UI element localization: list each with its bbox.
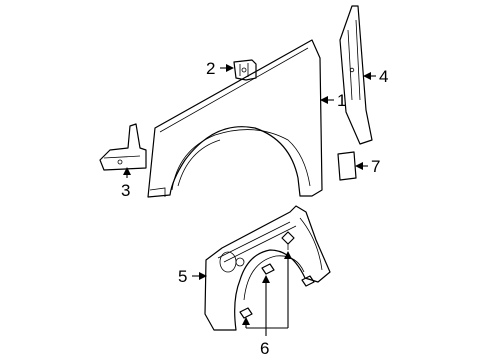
callout-3: 3	[121, 181, 130, 200]
insulator-pad	[337, 151, 357, 181]
callout-1: 1	[337, 91, 346, 110]
wheelhouse-liner	[204, 205, 331, 331]
fender-seal-strip	[339, 5, 373, 145]
leader-lines	[123, 64, 376, 336]
callout-6: 6	[260, 339, 269, 358]
bracket-clip	[233, 59, 257, 81]
fastener-set	[239, 231, 315, 319]
lower-mount-bracket	[99, 123, 147, 171]
callout-7: 7	[371, 157, 380, 176]
callout-4: 4	[379, 67, 388, 86]
callout-2: 2	[206, 59, 215, 78]
fender-panel	[147, 39, 323, 198]
callout-5: 5	[178, 267, 187, 286]
